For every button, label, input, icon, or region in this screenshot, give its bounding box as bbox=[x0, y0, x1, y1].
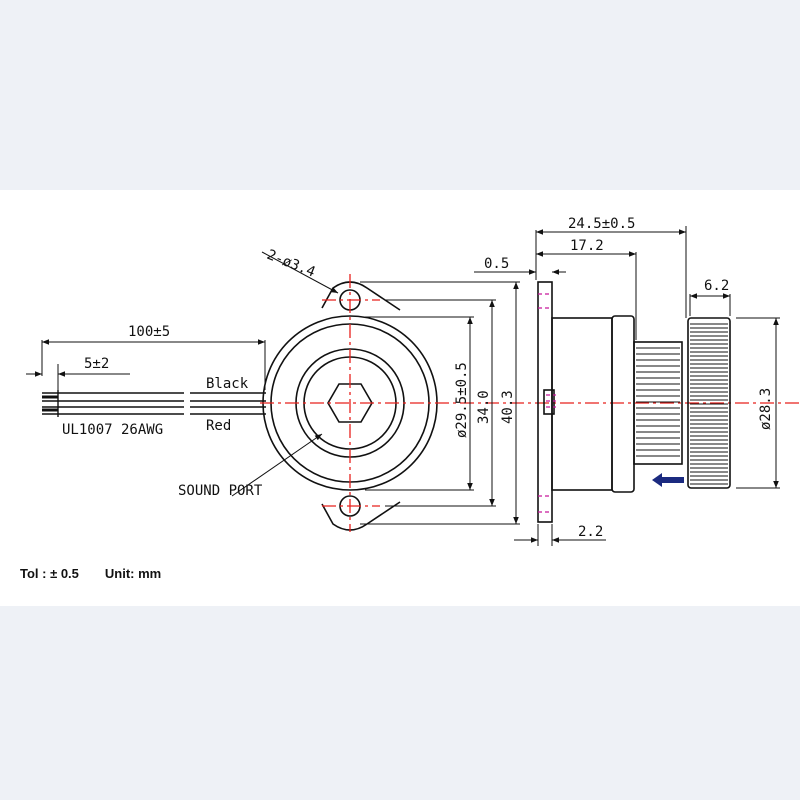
threaded-neck bbox=[633, 341, 683, 465]
side-dimensions bbox=[474, 226, 780, 546]
thread-lines bbox=[636, 347, 680, 457]
nut-width-label: 6.2 bbox=[704, 278, 729, 294]
footer-note: Tol : ± 0.5 Unit: mm bbox=[20, 566, 187, 581]
front-dimensions bbox=[26, 251, 520, 525]
wire-red-label: Red bbox=[206, 418, 231, 434]
sound-port-label: SOUND PORT bbox=[178, 483, 263, 499]
mounting-flange-outline bbox=[321, 281, 401, 531]
wire-black-label: Black bbox=[206, 376, 249, 392]
side-view bbox=[537, 281, 731, 523]
knurl-lines bbox=[690, 323, 728, 485]
front-centerlines bbox=[260, 274, 800, 532]
dim-34-label: 34.0 bbox=[476, 390, 492, 424]
wire-spec-label: UL1007 26AWG bbox=[62, 422, 163, 438]
drawing-sheet: 2-ø3.4 100±5 5±2 Black Red UL1007 26AWG … bbox=[0, 190, 800, 606]
tolerance-text: Tol : ± 0.5 bbox=[20, 566, 79, 581]
dia-inner-label: ø29.5±0.5 bbox=[454, 362, 470, 438]
unit-text: Unit: mm bbox=[104, 566, 162, 581]
nut-dia-label: ø28.3 bbox=[758, 388, 774, 430]
buzzer-technical-drawing: 2-ø3.4 100±5 5±2 Black Red UL1007 26AWG … bbox=[26, 216, 800, 546]
lead-length-label: 100±5 bbox=[128, 324, 170, 340]
insert-direction-arrow-icon bbox=[652, 473, 684, 487]
lead-wires bbox=[42, 390, 266, 417]
holes-label: 2-ø3.4 bbox=[265, 247, 318, 281]
thickness-label: 0.5 bbox=[484, 256, 509, 272]
strip-length-label: 5±2 bbox=[84, 356, 109, 372]
knurled-nut bbox=[687, 317, 731, 489]
terminal-block bbox=[543, 389, 555, 415]
body-length-label: 17.2 bbox=[570, 238, 604, 254]
total-length-label: 24.5±0.5 bbox=[568, 216, 635, 232]
flange-label: 2.2 bbox=[578, 524, 603, 540]
housing-rim bbox=[611, 315, 635, 493]
mount-plate bbox=[537, 281, 553, 523]
dim-40-label: 40.3 bbox=[500, 390, 516, 424]
hidden-hole-lines bbox=[538, 293, 556, 513]
housing-body bbox=[551, 317, 613, 491]
